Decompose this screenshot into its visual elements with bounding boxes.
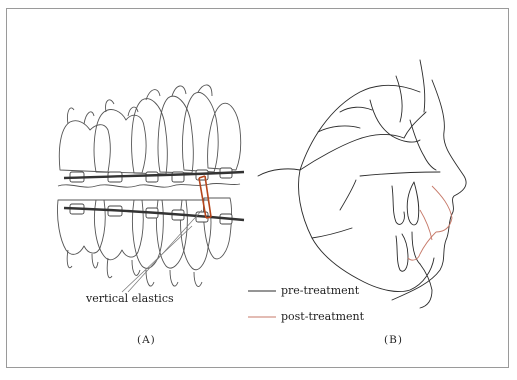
- upper-molar-1: [59, 121, 110, 172]
- upper-incisor-outline: [407, 182, 419, 225]
- post-treatment-tracing: [408, 186, 452, 260]
- cephalometric-tracing: [258, 60, 466, 308]
- annotation-leader-lines: [122, 210, 202, 292]
- upper-incisor: [208, 103, 241, 170]
- soft-tissue-profile: [392, 80, 466, 300]
- upper-canine: [182, 92, 218, 172]
- legend-post-label: post-treatment: [281, 310, 364, 323]
- mandible-outline: [299, 170, 435, 292]
- upper-molar-2: [94, 110, 146, 173]
- panel-a-label: (A): [137, 334, 156, 346]
- lower-canine: [180, 200, 211, 270]
- legend-pre-label: pre-treatment: [281, 284, 359, 297]
- dental-arch-illustration: [57, 85, 240, 287]
- panel-b-label: (B): [384, 334, 403, 346]
- elastic-annotation: vertical elastics: [86, 292, 174, 305]
- upper-premolar-2: [158, 96, 193, 173]
